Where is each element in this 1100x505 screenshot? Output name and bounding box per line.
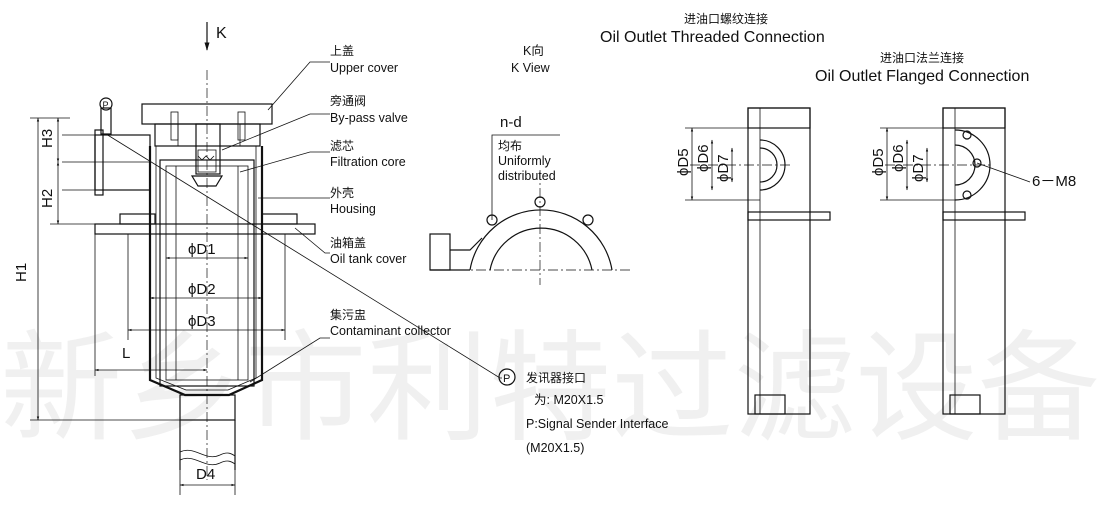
k-view: K向 K View n-d 均布 Uniformly distributed	[429, 43, 632, 285]
leader-upper-cover	[267, 61, 330, 111]
leader-m8	[976, 162, 1031, 183]
filter-section-view: K P	[13, 22, 516, 495]
label-housing-en: Housing	[330, 202, 376, 216]
flanged-m8: 6－M8	[1032, 173, 1076, 190]
threaded-d5: ϕD5	[675, 148, 692, 176]
label-tank-cover-en: Oil tank cover	[330, 252, 406, 266]
k-view-flange-inner	[489, 227, 593, 271]
flanged-d6: ϕD6	[890, 144, 907, 172]
bolt-hole-3	[582, 214, 594, 226]
label-bypass-en: By-pass valve	[330, 111, 408, 125]
watermark-text: 新乡市利特过滤设备	[0, 320, 1100, 459]
sender-spec: (M20X1.5)	[526, 441, 584, 455]
label-upper-cover-en: Upper cover	[330, 61, 398, 75]
leader-nd	[491, 134, 560, 220]
dim-d3: ϕD3	[188, 313, 216, 330]
k-view-flange-outer	[469, 209, 613, 271]
k-view-title-en: K View	[511, 61, 551, 75]
k-marker: K	[216, 25, 227, 42]
leader-tank-cover	[294, 227, 330, 254]
dim-l: L	[122, 345, 130, 362]
dim-h2: H2	[39, 189, 56, 208]
contaminant-collector	[179, 394, 236, 421]
label-collector-cn: 集污盅	[330, 307, 366, 322]
port-p-small-label: P	[103, 100, 109, 110]
port-p-circle	[498, 368, 516, 386]
dim-d2: ϕD2	[188, 281, 216, 298]
leader-sender	[105, 133, 502, 379]
label-core-en: Filtration core	[330, 155, 406, 169]
k-view-port-block	[429, 233, 451, 271]
threaded-plate	[747, 211, 831, 221]
sender-en: P:Signal Sender Interface	[526, 417, 668, 431]
dim-d1: ϕD1	[188, 241, 216, 258]
flanged-d5: ϕD5	[870, 148, 887, 176]
label-tank-cover-cn: 油箱盖	[330, 235, 366, 250]
flanged-plate	[942, 211, 1026, 221]
valve-seat	[190, 175, 224, 187]
label-collector-en: Contaminant collector	[330, 324, 451, 338]
label-bypass-cn: 旁通阀	[330, 93, 366, 108]
flanged-d7: ϕD7	[910, 154, 927, 182]
threaded-connection-view: 进油口螺纹连接 Oil Outlet Threaded Connection ϕ…	[600, 11, 831, 415]
leader-collector	[249, 337, 330, 383]
nd-en1: Uniformly	[498, 154, 552, 168]
dim-h1: H1	[13, 263, 30, 282]
callout-labels: 上盖 Upper cover 旁通阀 By-pass valve 滤芯 Filt…	[330, 44, 451, 338]
filtration-core	[159, 159, 255, 387]
port-p-circle-small	[99, 97, 113, 111]
flanged-title-en: Oil Outlet Flanged Connection	[815, 68, 1029, 85]
sender-spec-cn: 为: M20X1.5	[534, 393, 604, 407]
dim-d4: D4	[196, 466, 215, 483]
label-housing-cn: 外壳	[330, 186, 354, 200]
cover-bolt-right	[237, 111, 246, 141]
inlet-flange	[94, 129, 104, 196]
label-core-cn: 滤芯	[330, 139, 354, 153]
nd-cn: 均布	[498, 139, 522, 153]
k-view-title-cn: K向	[523, 43, 544, 58]
label-upper-cover-cn: 上盖	[330, 44, 354, 58]
leader-bypass	[221, 113, 330, 151]
dim-h3: H3	[39, 129, 56, 148]
flanged-connection-view: 进油口法兰连接 Oil Outlet Flanged Connection 6－…	[815, 50, 1076, 415]
bypass-valve	[195, 123, 221, 175]
threaded-d6: ϕD6	[695, 144, 712, 172]
cover-bolt-left	[170, 111, 179, 141]
port-p-label: P	[503, 373, 510, 385]
sender-interface: P 发讯器接口 为: M20X1.5 P:Signal Sender Inter…	[503, 370, 668, 455]
leader-core	[239, 151, 330, 173]
sender-cn: 发讯器接口	[526, 370, 586, 385]
oil-tank-cover	[94, 223, 316, 235]
nd-en2: distributed	[498, 169, 556, 183]
nd-label: n-d	[500, 114, 522, 131]
threaded-title-cn: 进油口螺纹连接	[684, 11, 768, 26]
threaded-d7: ϕD7	[715, 154, 732, 182]
bolt-hole-2	[534, 196, 546, 208]
threaded-title-en: Oil Outlet Threaded Connection	[600, 29, 825, 46]
flanged-title-cn: 进油口法兰连接	[880, 50, 964, 65]
